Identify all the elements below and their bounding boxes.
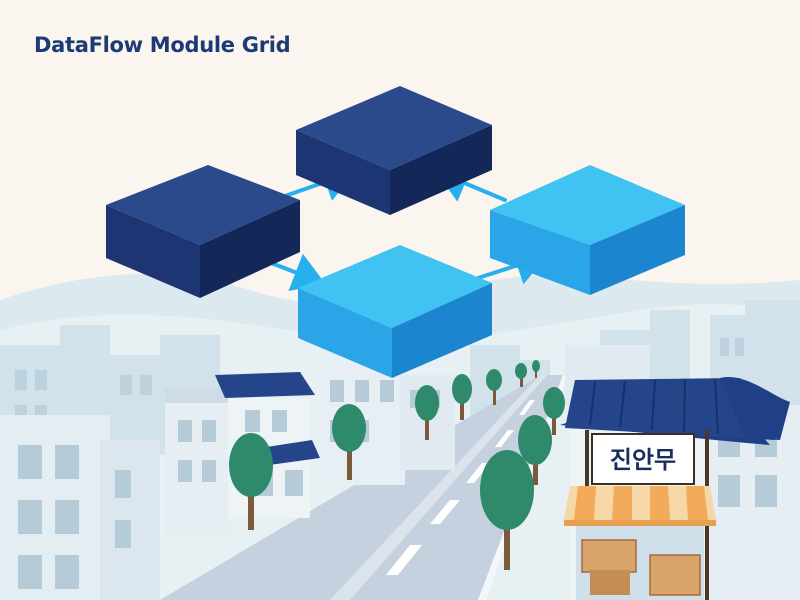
tree — [229, 433, 273, 530]
shop-sign-board — [591, 433, 695, 485]
module-right — [490, 165, 685, 295]
module-left — [106, 165, 300, 298]
tree — [332, 404, 366, 480]
tree — [532, 360, 540, 378]
shop-sign-text: 진안무 — [610, 446, 676, 474]
tree — [480, 450, 534, 570]
tree — [543, 387, 565, 435]
module-bottom — [298, 245, 492, 378]
module-top — [296, 86, 492, 215]
tree — [515, 363, 527, 387]
tree — [415, 385, 439, 440]
tree — [486, 369, 502, 405]
tree — [518, 415, 552, 485]
page-title: DataFlow Module Grid — [34, 33, 291, 57]
traditional-shop: 진안무 — [560, 377, 790, 600]
tree — [452, 374, 472, 420]
street-trees — [229, 360, 565, 570]
